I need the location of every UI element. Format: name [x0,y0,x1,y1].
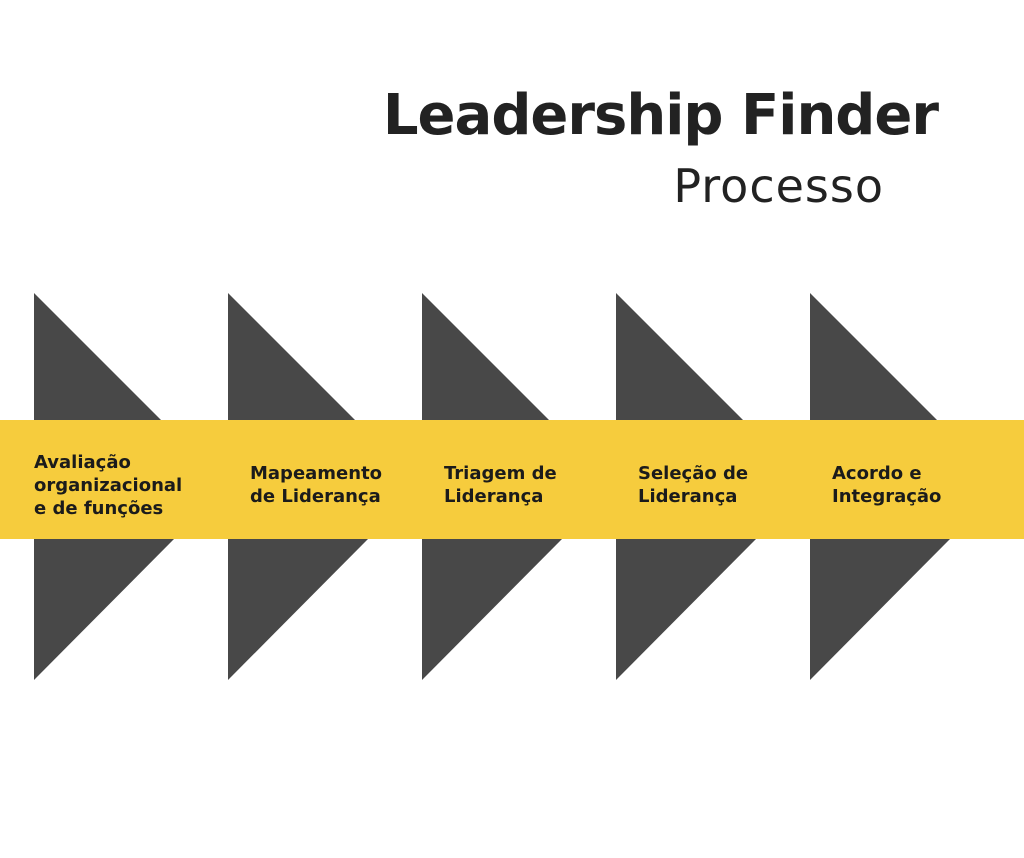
step-label-selection: Seleção de Liderança [638,463,749,507]
step-label-screening: Triagem de Liderança [444,463,557,507]
page-title: Leadership Finder [382,83,939,148]
step-1-arrow-bottom [34,539,174,680]
step-label-integration: Acordo e Integração [832,463,942,507]
step-label-mapping: Mapeamento de Liderança [250,463,383,507]
step-3-arrow-bottom [422,539,562,680]
step-label-evaluation: Avaliação organizacional e de funções [34,452,183,519]
step-4-arrow-bottom [616,539,756,680]
step-2-arrow-top [228,293,355,420]
step-3-arrow-top [422,293,549,420]
step-5-arrow-bottom [810,539,950,680]
step-2-arrow-bottom [228,539,368,680]
page-subtitle: Processo [673,159,884,213]
arrow-shapes [34,293,950,680]
process-band [0,420,1024,539]
step-1-arrow-top [34,293,161,420]
step-5-arrow-top [810,293,937,420]
step-4-arrow-top [616,293,743,420]
